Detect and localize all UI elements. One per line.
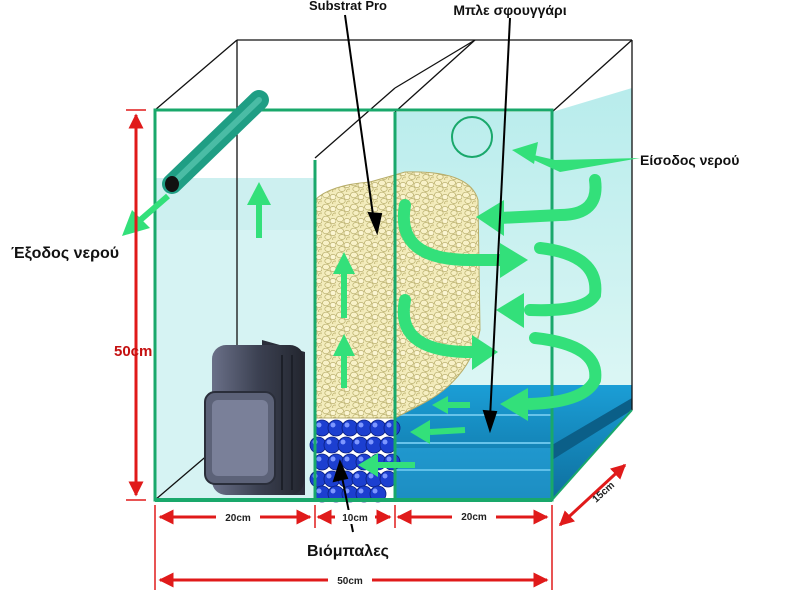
water-in-label: Είσοδος νερού: [640, 152, 739, 168]
bio-ball-highlight: [372, 422, 378, 428]
total-width-dimension: 50cm: [337, 576, 363, 587]
bio-ball-highlight: [382, 473, 388, 479]
water-pump: [204, 340, 305, 495]
substrate-gravel: [314, 171, 481, 419]
height-dimension: 50cm: [114, 343, 152, 360]
bio-balls: [309, 419, 401, 503]
bio-ball-highlight: [358, 422, 364, 428]
bio-ball-highlight: [330, 456, 336, 462]
bio-ball-highlight: [330, 422, 336, 428]
substrate-label-bg: [296, 0, 400, 14]
bio-ball-highlight: [330, 488, 336, 494]
bio-ball-highlight: [358, 456, 364, 462]
outlet-pipe: [162, 90, 269, 395]
bio-ball-highlight: [354, 473, 360, 479]
width-left-dimension: 20cm: [225, 513, 251, 524]
bio-ball-highlight: [372, 488, 378, 494]
bio-ball-highlight: [326, 439, 332, 445]
bioballs-label: Βιόμπαλες: [307, 543, 389, 560]
sponge-label: Μπλε σφουγγάρι: [453, 2, 566, 18]
bio-ball-highlight: [316, 456, 322, 462]
bio-ball-highlight: [368, 473, 374, 479]
bio-ball-highlight: [354, 439, 360, 445]
substrate-label: Substrat Pro: [309, 0, 387, 13]
bio-ball-highlight: [344, 456, 350, 462]
bio-ball-highlight: [386, 456, 392, 462]
bio-ball-highlight: [386, 422, 392, 428]
bio-ball-highlight: [316, 422, 322, 428]
pointer-lines: [332, 14, 511, 533]
bio-ball-highlight: [326, 473, 332, 479]
labels: Substrat Pro Μπλε σφουγγάρι Είσοδος νερο…: [11, 0, 739, 587]
bio-ball-highlight: [316, 488, 322, 494]
bio-ball-highlight: [382, 439, 388, 445]
bio-ball-highlight: [344, 422, 350, 428]
flow-arrows: [122, 116, 640, 477]
bio-ball: [383, 419, 401, 437]
width-right-dimension: 20cm: [461, 512, 487, 523]
bio-ball-highlight: [340, 439, 346, 445]
water-out-label: Έξοδος νερού: [11, 245, 119, 262]
bio-ball-highlight: [358, 488, 364, 494]
bio-ball-highlight: [368, 439, 374, 445]
width-mid-dimension: 10cm: [342, 513, 368, 524]
